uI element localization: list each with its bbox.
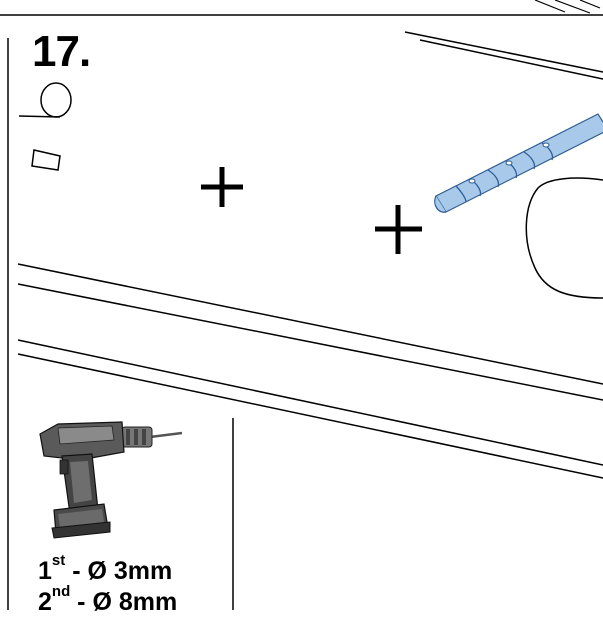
track-lines xyxy=(17,31,603,479)
wall-plug-icon xyxy=(18,82,72,118)
drill-bit-icon xyxy=(434,113,603,213)
drill-mark-icon xyxy=(201,167,243,207)
drill-specs: 1st - Ø 3mm 2nd - Ø 8mm xyxy=(38,552,238,618)
drill-spec-second: 2nd - Ø 8mm xyxy=(38,583,178,616)
cordless-drill-icon xyxy=(39,421,183,539)
drill-spec-first: 1st - Ø 3mm xyxy=(38,552,173,585)
step-number: 17. xyxy=(32,27,91,76)
drill-mark-icon-2 xyxy=(375,205,422,254)
curved-profile xyxy=(525,177,603,299)
corner-strokes xyxy=(534,0,601,14)
washer-icon xyxy=(31,149,61,171)
